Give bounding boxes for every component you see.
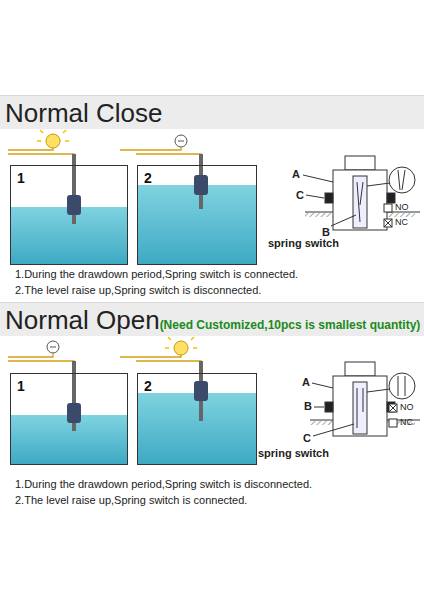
panel-number: 2 — [144, 170, 152, 186]
checkbox-label: NC — [395, 217, 408, 227]
water — [138, 393, 256, 464]
panel-number: 1 — [17, 378, 25, 394]
section-heading: Normal Close — [5, 98, 163, 128]
note-text: 1.During the drawdown period,Spring swit… — [15, 268, 298, 280]
checkbox-label: NO — [400, 402, 414, 412]
water — [11, 207, 127, 264]
water — [138, 185, 256, 264]
checkbox-label: NO — [395, 202, 409, 212]
section-note: (Need Customized,10pcs is smallest quant… — [160, 318, 421, 332]
switch-detail-no — [310, 362, 420, 436]
note-text: 2.The level raise up,Spring switch is co… — [15, 494, 247, 506]
part-name: spring switch — [268, 237, 339, 249]
note-text: 2.The level raise up,Spring switch is di… — [15, 284, 261, 296]
part-letter: C — [303, 432, 311, 444]
note-text: 1.During the drawdown period,Spring swit… — [15, 478, 312, 490]
tank-box: 1 — [10, 165, 128, 265]
tank-box: 1 — [10, 373, 128, 465]
switch-detail-nc — [303, 156, 420, 230]
part-name: spring switch — [258, 447, 329, 459]
section-band: Normal Open(Need Customized,10pcs is sma… — [0, 302, 424, 336]
part-letter: B — [304, 400, 312, 412]
section-band: Normal Close — [0, 95, 424, 129]
lamp-off — [175, 135, 187, 147]
panel-number: 1 — [17, 170, 25, 186]
tank-box: 2 — [137, 373, 257, 465]
tank-box: 2 — [137, 165, 257, 265]
part-letter: A — [302, 376, 310, 388]
part-letter: A — [292, 168, 300, 180]
section-heading: Normal Open — [5, 305, 160, 335]
panel-number: 2 — [144, 378, 152, 394]
part-letter: B — [322, 226, 330, 238]
lamp-off — [47, 341, 59, 353]
checkbox-label: NC — [400, 417, 413, 427]
wire — [8, 353, 201, 373]
part-letter: C — [296, 189, 304, 201]
